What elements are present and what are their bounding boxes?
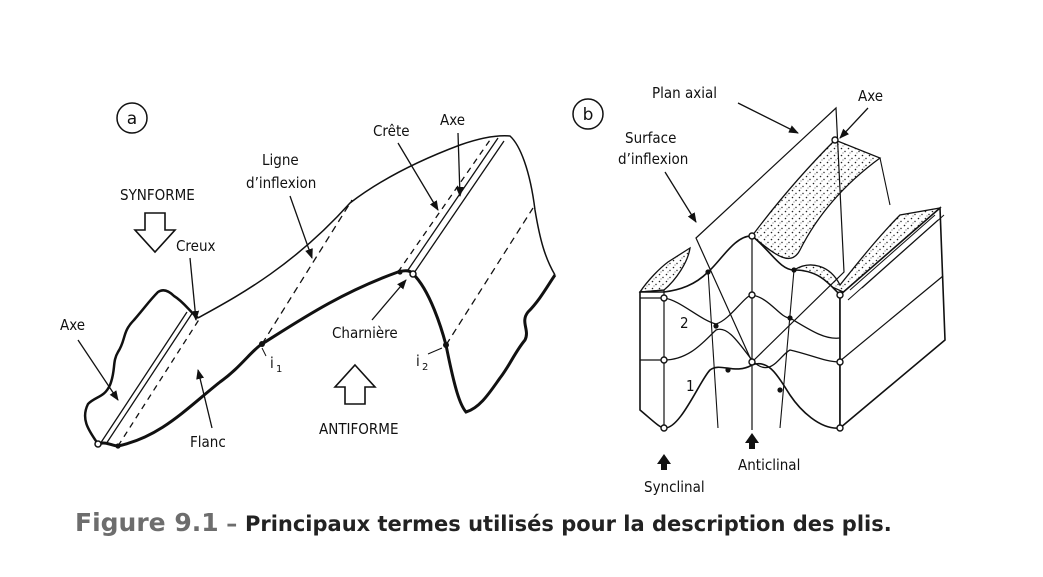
- surface-inflexion-pointer: [664, 171, 697, 223]
- synforme-label: SYNFORME: [120, 186, 195, 204]
- right-axis-line: [407, 137, 499, 271]
- fold-front-edge: [97, 269, 557, 448]
- left-axis-line: [99, 311, 188, 445]
- diagram-a: a SYNFORME Creux Axe Ligne d’inflexion: [60, 102, 557, 451]
- left-axis-line-2: [105, 311, 194, 445]
- top-surface-left: [638, 246, 691, 293]
- svg-text:1: 1: [276, 364, 282, 375]
- ligne-inflexion-label-2: d’inflexion: [246, 174, 316, 192]
- panel-b-label: b: [583, 105, 594, 125]
- crete-label: Crête: [373, 122, 410, 140]
- flanc-pointer: [196, 369, 213, 429]
- fold-left-edge: [83, 289, 199, 445]
- antiforme-label: ANTIFORME: [319, 420, 398, 438]
- figure-number: Figure 9.1: [75, 508, 219, 537]
- axe-right-label: Axe: [440, 111, 465, 129]
- surface-inflexion-label-1: Surface: [625, 129, 676, 147]
- panel-a-label: a: [127, 109, 137, 129]
- axe-right-pointer: [455, 132, 464, 197]
- plan-axial-label: Plan axial: [652, 84, 717, 102]
- caption-dash: –: [218, 512, 245, 537]
- svg-text:i: i: [416, 352, 420, 370]
- flanc-label: Flanc: [190, 433, 226, 451]
- anticlinal-arrow-icon: [745, 433, 759, 449]
- creux-dashed-line: [117, 317, 201, 447]
- axial-plane-anticline: [695, 106, 845, 364]
- axe-left-pointer: [77, 339, 119, 401]
- top-surface-mid: [751, 139, 882, 260]
- charniere-label: Charnière: [332, 324, 398, 342]
- ligne-inflexion-label-1: Ligne: [262, 151, 299, 169]
- right-axis-line-2: [413, 140, 505, 274]
- diagram-b: b: [572, 84, 946, 496]
- axe-left-label: Axe: [60, 316, 85, 334]
- panel-a-circle: [116, 102, 148, 134]
- synclinal-arrow-icon: [657, 454, 671, 470]
- synclinal-label: Synclinal: [644, 478, 705, 496]
- fold-back-edge: [197, 135, 556, 319]
- caption-text: Principaux termes utilisés pour la descr…: [244, 512, 892, 536]
- panel-b-circle: [572, 98, 604, 130]
- anticlinal-label: Anticlinal: [738, 456, 800, 474]
- block-front-face: [639, 235, 841, 429]
- svg-text:2: 2: [422, 362, 428, 373]
- layer-2-label: 2: [680, 314, 689, 332]
- layer-1-label: 1: [686, 377, 695, 395]
- synforme-arrow-icon: [133, 212, 177, 254]
- inflexion-line-1: [261, 199, 353, 345]
- crete-pointer: [397, 142, 439, 211]
- surface-inflexion-label-2: d’inflexion: [618, 150, 688, 168]
- crete-dashed-line: [397, 139, 491, 273]
- inflexion-line-2: [445, 207, 534, 346]
- plan-axial-pointer: [737, 102, 799, 134]
- axe-b-pointer: [839, 107, 869, 139]
- charniere-pointer: [371, 279, 407, 321]
- svg-text:i: i: [270, 354, 274, 372]
- i1-label: i 1: [270, 354, 282, 375]
- creux-pointer: [189, 257, 200, 321]
- ligne-inflexion-pointer: [289, 195, 313, 259]
- axe-b-label: Axe: [858, 87, 883, 105]
- i2-label: i 2: [416, 352, 428, 373]
- figure-caption: Figure 9.1 – Principaux termes utilisés …: [75, 508, 892, 537]
- antiforme-arrow-icon: [333, 363, 377, 405]
- creux-label: Creux: [176, 237, 216, 255]
